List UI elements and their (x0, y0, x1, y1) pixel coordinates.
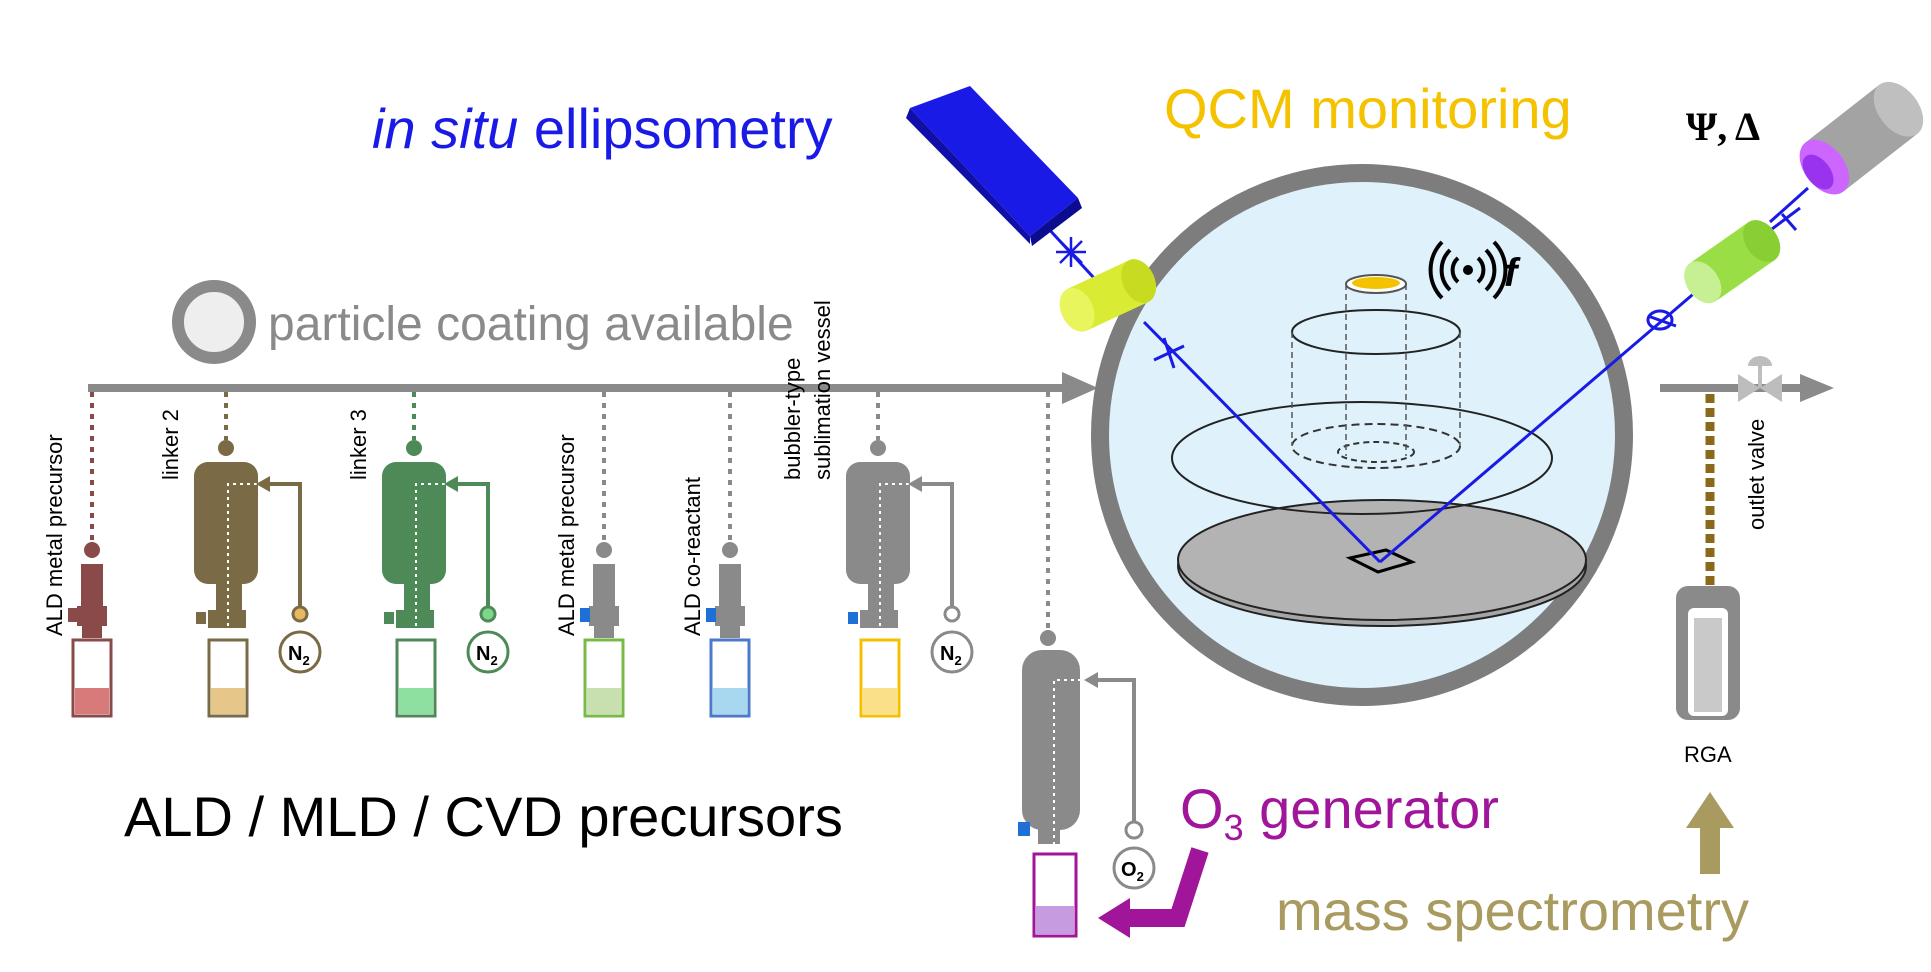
dip-tube (879, 483, 916, 640)
o2-supply-icon: O2 (1112, 820, 1156, 890)
carrier-line (270, 482, 302, 606)
n2-supply-icon (466, 630, 510, 674)
reaction-chamber (1091, 164, 1633, 706)
carrier-line (458, 482, 490, 606)
precursor-fill (211, 688, 245, 714)
svg-text:O2: O2 (1121, 859, 1144, 884)
source-line-end (84, 542, 100, 558)
source-line-end (722, 542, 738, 558)
valve-body (720, 624, 740, 638)
source-label: sublimation vessel (810, 300, 835, 480)
gas-valve-icon (479, 605, 497, 623)
rga-icon (1676, 586, 1740, 720)
mass-spec-arrow (1686, 792, 1734, 874)
valve-body (589, 606, 619, 626)
carrier-arrow (444, 476, 458, 492)
polarizer-icon (1059, 259, 1157, 332)
gas-valve-icon (291, 605, 309, 623)
valve-body (82, 624, 102, 638)
outlet-valve-label: outlet valve (1744, 419, 1769, 530)
precursor-fill (75, 688, 109, 714)
precursor-fill (399, 688, 433, 714)
light-source-icon (906, 86, 1082, 246)
valve-handle (196, 612, 206, 624)
ozone-arrow (1098, 847, 1209, 938)
dip-tube (415, 483, 452, 640)
valve-body (715, 606, 745, 626)
ozone-generator-label: O3 generator (1180, 777, 1499, 848)
source-label: ALD metal precursor (42, 434, 67, 636)
outlet-valve[interactable] (1738, 356, 1782, 402)
dip-tube (227, 483, 264, 640)
particle-icon (172, 280, 256, 364)
gas-valve-icon (943, 605, 961, 623)
source-label: linker 2 (158, 409, 183, 480)
source-label: ALD co-reactant (680, 477, 705, 636)
valve-handle (384, 612, 394, 624)
valve-handle (580, 608, 590, 622)
valve-body (593, 564, 615, 610)
precursors-title: ALD / MLD / CVD precursors (124, 785, 843, 848)
precursor-fill (863, 688, 897, 714)
detector-icon (1799, 81, 1924, 195)
precursor-source: N2 linker 3 (346, 392, 510, 718)
source-line-end (406, 440, 422, 456)
bubbler-body (846, 462, 910, 584)
bubbler-body (194, 462, 258, 584)
n2-supply-icon (278, 630, 322, 674)
valve-body (719, 564, 741, 610)
gas-label: N2 (288, 643, 310, 668)
ozone-generator (1018, 650, 1136, 938)
sample-square (1345, 548, 1417, 574)
source-line-end (870, 440, 886, 456)
precursor-fill (587, 688, 621, 714)
valve-handle (706, 608, 716, 622)
source-label: linker 3 (346, 409, 371, 480)
particle-coating-label: particle coating available (268, 298, 794, 351)
valve-body (81, 564, 103, 610)
rga-label: RGA (1684, 742, 1732, 767)
valve-handle (68, 608, 78, 622)
precursor-source: ALD metal precursor (554, 392, 625, 718)
gas-label: N2 (476, 643, 498, 668)
outlet-line (1660, 374, 1834, 402)
psi-delta-label: Ψ, Δ (1686, 104, 1760, 149)
gas-label: N2 (940, 643, 962, 668)
frequency-label: f (1504, 251, 1521, 295)
ozone-line (1040, 392, 1056, 646)
valve-handle (848, 612, 858, 624)
ellipsometry-title-rest: ellipsometry (518, 97, 832, 160)
precursor-source: ALD co-reactant (680, 392, 751, 718)
analyzer-icon (1684, 220, 1781, 304)
carrier-arrow (256, 476, 270, 492)
carrier-arrow (908, 476, 922, 492)
source-label: bubbler-type (780, 358, 805, 480)
polarizer-cross-icon (1056, 237, 1086, 267)
main-gas-line (88, 372, 1098, 404)
n2-supply-icon (930, 630, 974, 674)
precursor-source: ALD metal precursor (42, 392, 113, 718)
ellipsometry-title: in situ ellipsometry (372, 97, 833, 160)
frequency-signal-icon (1428, 240, 1508, 300)
precursor-source: N2 linker 2 (158, 392, 322, 718)
mass-spectrometry-label: mass spectrometry (1276, 879, 1749, 942)
qcm-title: QCM monitoring (1164, 77, 1572, 140)
source-line-end (596, 542, 612, 558)
carrier-line (922, 482, 954, 606)
valve-body (594, 624, 614, 638)
ellipsometry-title-italic: in situ (372, 97, 518, 160)
valve-body (77, 606, 107, 626)
precursor-fill (713, 688, 747, 714)
bubbler-body (382, 462, 446, 584)
source-line-end (218, 440, 234, 456)
source-label: ALD metal precursor (554, 434, 579, 636)
